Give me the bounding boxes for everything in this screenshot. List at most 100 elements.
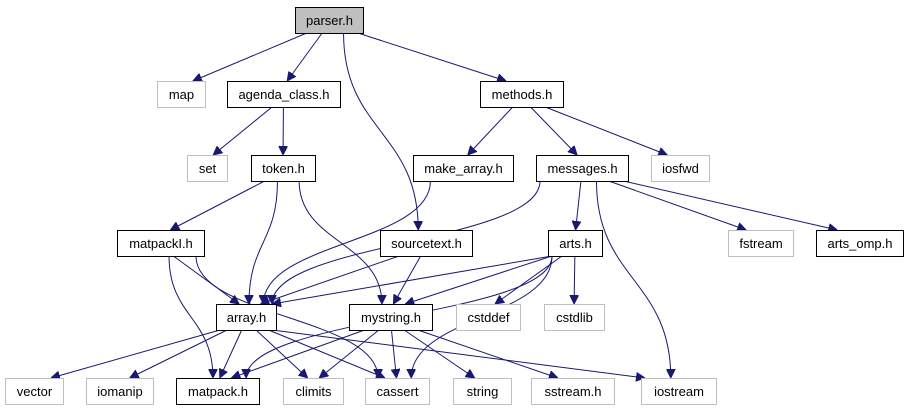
node-box — [641, 378, 717, 405]
node-label: vector — [17, 384, 53, 399]
edge-array-to-iomanip — [130, 329, 228, 378]
node-box — [349, 304, 433, 331]
node-iosfwd: iosfwd — [651, 155, 710, 182]
node-box — [728, 230, 794, 257]
node-box — [157, 81, 206, 108]
node-label: token.h — [262, 161, 305, 176]
edge-mystring-to-matpack — [231, 329, 365, 378]
node-box — [117, 230, 205, 257]
node-label: matpackI.h — [129, 236, 193, 251]
edge-arts-to-array — [272, 255, 553, 304]
node-label: sstream.h — [544, 384, 601, 399]
node-matpack[interactable]: matpack.h — [176, 378, 260, 405]
edge-messages-to-iostream — [595, 180, 670, 378]
edge-arts-to-mystring — [405, 255, 553, 304]
node-label: cassert — [377, 384, 419, 399]
node-box — [365, 378, 430, 405]
edge-sourcetext-to-array — [260, 255, 400, 304]
node-box — [187, 155, 228, 182]
node-box — [544, 304, 605, 331]
node-make-array[interactable]: make_array.h — [413, 155, 514, 182]
edge-matpackI-to-array — [173, 255, 239, 304]
node-label: cstddef — [468, 310, 510, 325]
edge-token-to-mystring — [298, 180, 382, 304]
node-box — [295, 7, 364, 34]
node-token[interactable]: token.h — [251, 155, 316, 182]
edge-messages-to-arts — [576, 180, 582, 230]
edge-sourcetext-to-mystring — [393, 255, 422, 304]
node-box — [251, 155, 316, 182]
node-agenda-class[interactable]: agenda_class.h — [227, 81, 341, 108]
node-sourcetext[interactable]: sourcetext.h — [380, 230, 473, 257]
node-label: array.h — [227, 310, 267, 325]
edge-array-to-vector — [51, 329, 221, 378]
node-climits: climits — [283, 378, 344, 405]
node-label: iosfwd — [662, 161, 699, 176]
node-array[interactable]: array.h — [216, 304, 277, 331]
edge-agenda_class-to-set — [213, 106, 273, 155]
node-label: methods.h — [492, 87, 553, 102]
node-arts[interactable]: arts.h — [548, 230, 603, 257]
edge-methods-to-messages — [530, 106, 578, 155]
node-box — [216, 304, 277, 331]
edge-array-to-cassert — [268, 329, 385, 378]
node-messages[interactable]: messages.h — [536, 155, 629, 182]
edge-parser-to-agenda_class — [287, 32, 323, 81]
edge-token-to-array — [249, 180, 278, 304]
edge-make_array-to-array — [263, 180, 431, 304]
node-label: cstdlib — [556, 310, 593, 325]
node-label: parser.h — [306, 13, 353, 28]
node-cassert: cassert — [365, 378, 430, 405]
edge-mystring-to-string — [403, 329, 474, 378]
edge-parser-to-methods — [357, 32, 506, 81]
node-label: map — [169, 87, 194, 102]
node-mystring[interactable]: mystring.h — [349, 304, 433, 331]
node-box — [816, 230, 904, 257]
node-box — [380, 230, 473, 257]
nodes: parser.h map agenda_class.h methods.h set tok… — [5, 7, 904, 405]
node-label: arts.h — [559, 236, 592, 251]
node-box — [651, 155, 710, 182]
edge-matpackI-to-matpack — [168, 255, 213, 378]
node-label: fstream — [739, 236, 782, 251]
node-box — [456, 304, 521, 331]
node-label: arts_omp.h — [827, 236, 892, 251]
edge-mystring-to-cassert — [390, 329, 396, 378]
edge-messages-to-fstream — [608, 180, 746, 230]
edge-token-to-matpackI — [170, 180, 265, 230]
edge-array-to-iostream — [271, 329, 645, 378]
node-set: set — [187, 155, 228, 182]
edge-array-to-matpack — [220, 329, 243, 378]
node-label: mystring.h — [361, 310, 421, 325]
node-box — [176, 378, 260, 405]
node-box — [548, 230, 603, 257]
node-arts-omp[interactable]: arts_omp.h — [816, 230, 904, 257]
edge-array-to-climits — [255, 329, 308, 378]
node-matpackI[interactable]: matpackI.h — [117, 230, 205, 257]
node-iostream: iostream — [641, 378, 717, 405]
node-methods[interactable]: methods.h — [480, 81, 564, 108]
node-string: string — [453, 378, 512, 405]
node-box — [453, 378, 512, 405]
edge-mystring-to-sstream — [417, 329, 558, 378]
node-iomanip: iomanip — [86, 378, 154, 405]
node-box — [86, 378, 154, 405]
node-label: set — [199, 161, 217, 176]
node-label: messages.h — [547, 161, 617, 176]
edge-matpackI-to-cassert — [195, 255, 378, 378]
edge-methods-to-make_array — [468, 106, 514, 155]
node-parser[interactable]: parser.h — [295, 7, 364, 34]
node-vector: vector — [5, 378, 64, 405]
node-map: map — [157, 81, 206, 108]
node-box — [227, 81, 341, 108]
edge-methods-to-iosfwd — [545, 106, 667, 155]
node-label: string — [467, 384, 499, 399]
node-box — [5, 378, 64, 405]
node-label: agenda_class.h — [238, 87, 329, 102]
edge-parser-to-sourcetext — [343, 32, 419, 230]
node-fstream: fstream — [728, 230, 794, 257]
edge-parser-to-map — [193, 32, 307, 81]
edge-messages-to-arts_omp — [623, 180, 838, 230]
node-label: matpack.h — [188, 384, 248, 399]
